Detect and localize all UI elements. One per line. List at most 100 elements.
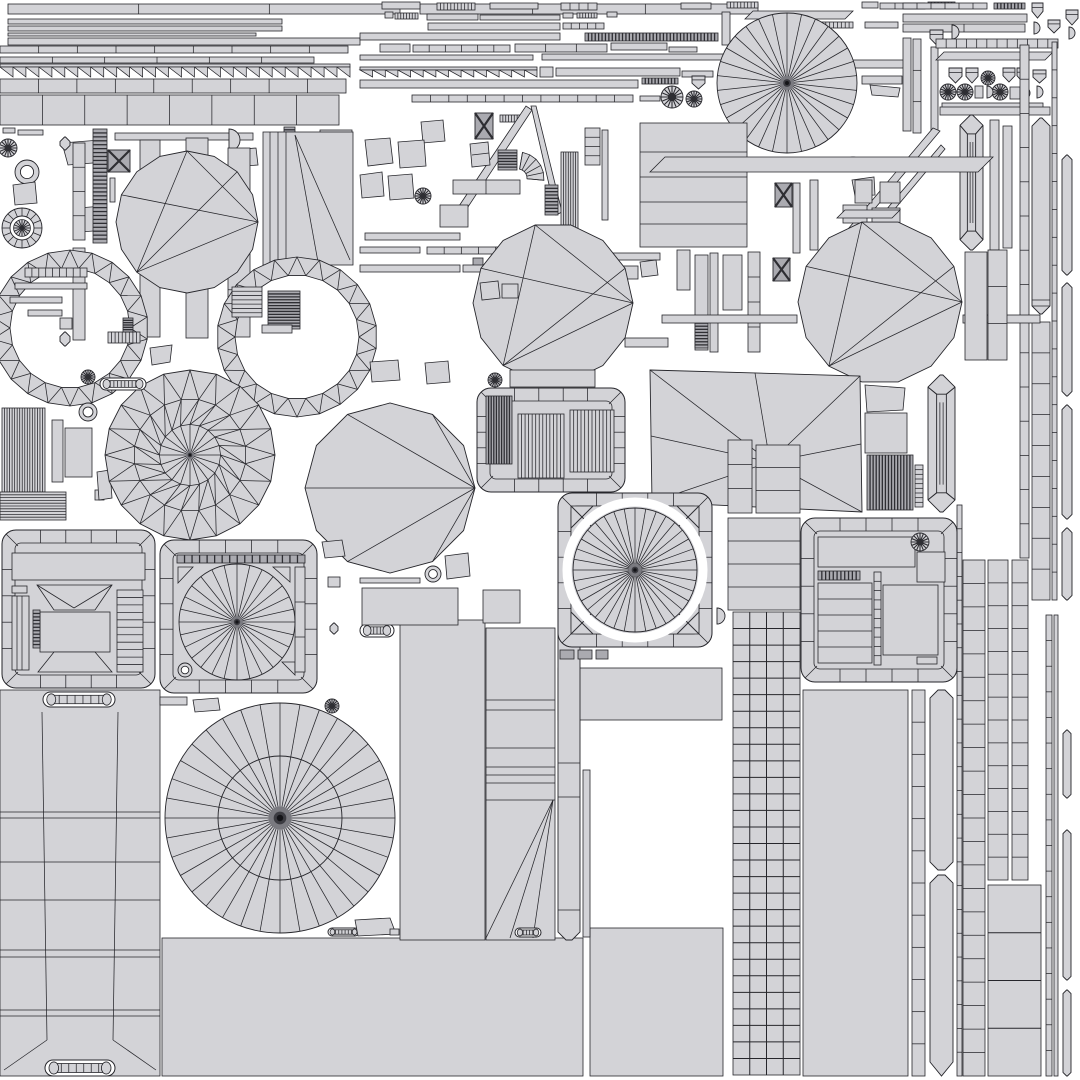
ladder-strip-45	[641, 77, 679, 85]
strip-bar-50	[639, 95, 661, 102]
column-bar-258	[1045, 614, 1053, 1077]
cross-marker-127	[107, 149, 131, 173]
ladder-strip-228	[485, 395, 513, 465]
capsule-bar-262	[1062, 989, 1072, 1077]
handle-capsule-266	[514, 927, 542, 938]
panel-rect-3	[557, 667, 723, 721]
capsule-bar-124	[59, 136, 71, 151]
strip-bar-14	[0, 45, 349, 54]
capsule-bar-306	[329, 622, 339, 635]
ladder-strip-230	[569, 409, 615, 473]
fan-wedge-172	[519, 151, 545, 181]
strip-bar-129	[114, 132, 254, 141]
polygon-shard-168	[454, 105, 533, 217]
column-bar-177	[601, 129, 609, 221]
gear-fan-89	[956, 83, 974, 101]
panel-rect-1	[589, 927, 724, 1077]
strip-bar-59	[902, 13, 1028, 23]
column-bar-255	[987, 559, 1009, 881]
polygon-disc-220	[797, 221, 963, 383]
polygon-shard-121	[12, 181, 38, 206]
strip-bar-190	[359, 264, 461, 273]
ladder-strip-290	[32, 609, 41, 649]
strip-bar-225	[509, 369, 596, 388]
column-bar-259	[1053, 614, 1059, 1077]
strip-bar-37	[514, 43, 608, 53]
panel-rect-263	[485, 627, 556, 941]
strip-bar-68	[861, 75, 903, 85]
strip-bar-17	[0, 78, 347, 94]
cross-marker-205	[774, 182, 793, 208]
panel-rect-300	[916, 656, 938, 665]
panel-rect-269	[595, 649, 609, 660]
column-bar-125	[72, 142, 86, 241]
radial-fan-98	[716, 12, 858, 154]
column-bar-298	[873, 571, 882, 666]
capsule-bar-260	[1062, 729, 1072, 799]
polygon-shard-196	[639, 259, 659, 278]
strip-bar-236	[359, 577, 421, 584]
panel-rect-224	[501, 283, 519, 299]
panel-rect-242	[864, 412, 908, 454]
ladder-strip-25	[394, 12, 419, 20]
strip-bar-144	[14, 282, 88, 290]
ladder-strip-71	[993, 2, 1026, 10]
strip-bar-49	[411, 94, 634, 103]
strip-bar-117	[17, 129, 44, 136]
capsule-bar-115	[1061, 527, 1073, 601]
trapezoid-bar-209	[836, 209, 901, 219]
polygon-shard-223	[479, 280, 501, 301]
capsule-bar-109	[1031, 117, 1051, 315]
ladder-strip-143	[24, 267, 88, 278]
column-bar-111	[1051, 41, 1058, 601]
panel-rect-204	[722, 254, 743, 311]
strip-bar-39	[668, 46, 698, 53]
sawtooth-strip-42	[358, 66, 538, 78]
capsule-bar-113	[1061, 282, 1073, 397]
strip-bar-26	[426, 13, 479, 21]
handle-capsule-6	[42, 691, 116, 708]
strip-bar-30	[606, 11, 618, 18]
panel-rect-238	[361, 587, 459, 626]
column-bar-265	[582, 769, 591, 938]
strip-bar-43	[539, 66, 554, 78]
ladder-strip-156	[1, 407, 46, 493]
strip-bar-146	[27, 309, 63, 317]
strip-bar-10	[7, 18, 283, 25]
strip-bar-27	[479, 14, 561, 21]
strip-bar-23	[680, 2, 712, 10]
strip-bar-187	[359, 246, 421, 254]
ladder-strip-20	[436, 2, 476, 11]
polygon-shard-278	[271, 566, 291, 583]
gear-fan-154	[80, 369, 96, 385]
handle-capsule-7	[44, 1059, 116, 1077]
grid-panel-249	[732, 611, 801, 1076]
panel-rect-5	[0, 689, 161, 1077]
strip-bar-116	[2, 127, 16, 134]
ladder-strip-29	[576, 12, 598, 19]
column-bar-203	[747, 251, 761, 353]
panel-rect-293	[817, 536, 916, 568]
panel-rect-267	[559, 649, 575, 660]
ladder-strip-229	[517, 413, 565, 479]
column-bar-128	[109, 177, 116, 203]
panel-rect-211	[879, 181, 901, 204]
column-bar-106	[989, 119, 1000, 251]
panel-rect-239	[482, 589, 521, 624]
panel-rect-2	[399, 619, 486, 941]
panel-rect-210	[854, 179, 873, 204]
panel-rect-288	[39, 611, 111, 653]
strip-bar-19	[381, 1, 421, 10]
strip-bar-11	[7, 25, 283, 32]
ladder-strip-151	[231, 286, 263, 318]
polygon-shard-183	[387, 173, 415, 201]
ladder-strip-276	[176, 554, 306, 564]
ladder-strip-157	[0, 491, 67, 521]
ladder-strip-171	[497, 149, 518, 171]
trapezoid-bar-81	[935, 51, 1054, 61]
strip-bar-145	[9, 296, 63, 304]
column-bar-256	[1011, 559, 1029, 881]
ladder-strip-175	[560, 151, 579, 231]
